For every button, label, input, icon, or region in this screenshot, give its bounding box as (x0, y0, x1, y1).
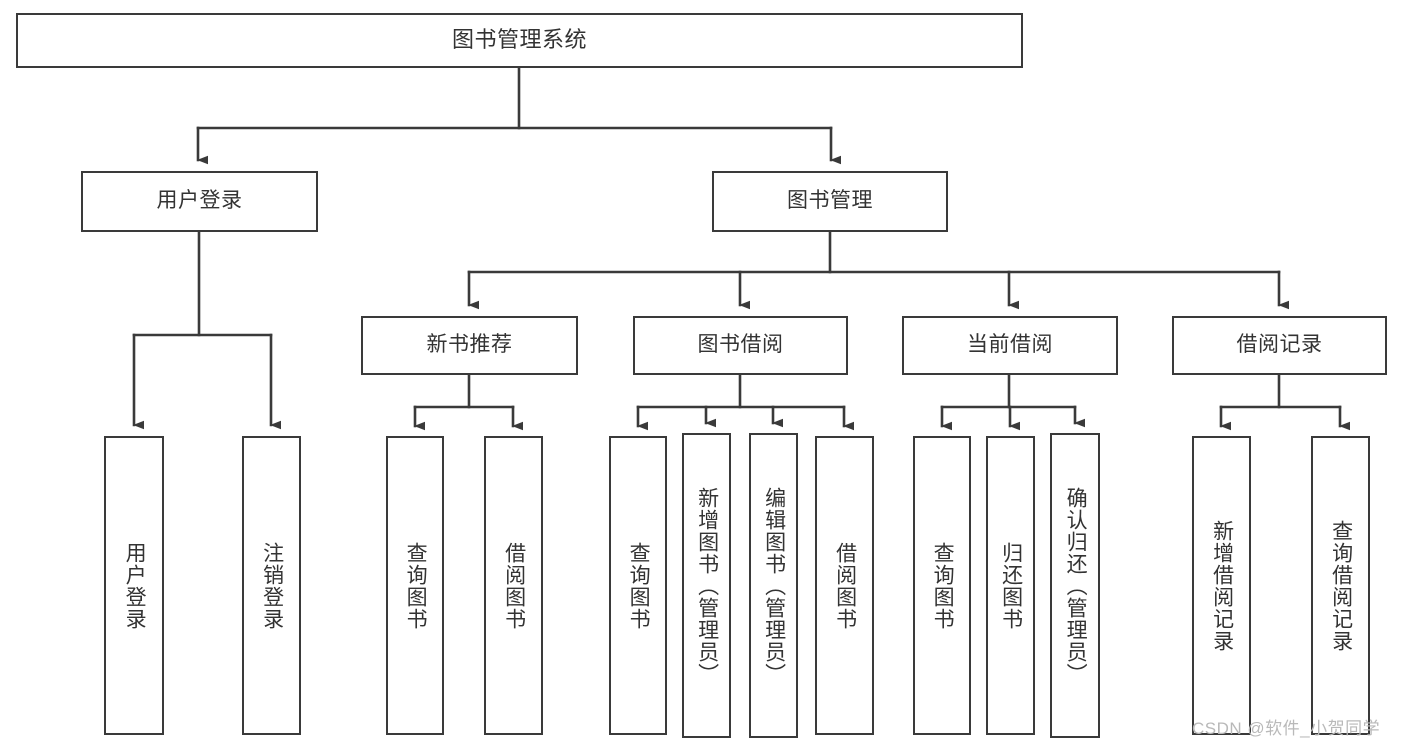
node-label: 用户登录 (123, 541, 147, 630)
node-leaf-borrow-book-2[interactable]: 借阅图书 (815, 436, 874, 735)
node-leaf-edit-book-admin[interactable]: 编辑图书（管理员） (749, 433, 798, 738)
node-leaf-return-book[interactable]: 归还图书 (986, 436, 1035, 735)
node-label: 借阅记录 (1236, 333, 1323, 357)
node-current-borrowing[interactable]: 当前借阅 (902, 316, 1118, 375)
node-borrowing-record[interactable]: 借阅记录 (1172, 316, 1387, 375)
csdn-watermark: CSDN @软件_小贺同学 (1192, 719, 1381, 738)
node-leaf-add-borrow-record[interactable]: 新增借阅记录 (1192, 436, 1251, 735)
node-label: 图书管理系统 (451, 27, 587, 53)
node-label: 查询借阅记录 (1329, 519, 1353, 652)
node-root-system[interactable]: 图书管理系统 (16, 13, 1023, 68)
node-label: 确认归还（管理员） (1064, 486, 1088, 685)
node-book-management[interactable]: 图书管理 (712, 171, 948, 232)
node-label: 用户登录 (156, 189, 243, 213)
node-leaf-query-book-2[interactable]: 查询图书 (609, 436, 667, 735)
node-leaf-query-borrow-record[interactable]: 查询借阅记录 (1311, 436, 1370, 735)
node-book-borrowing[interactable]: 图书借阅 (633, 316, 848, 375)
node-label: 图书管理 (787, 189, 873, 213)
node-label: 新书推荐 (426, 333, 513, 357)
node-label: 当前借阅 (967, 333, 1053, 357)
node-new-book-recommendation[interactable]: 新书推荐 (361, 316, 578, 375)
node-label: 图书借阅 (697, 333, 784, 357)
node-label: 归还图书 (999, 541, 1023, 630)
node-leaf-borrow-book-1[interactable]: 借阅图书 (484, 436, 543, 735)
node-user-login[interactable]: 用户登录 (81, 171, 318, 232)
node-leaf-query-book-1[interactable]: 查询图书 (386, 436, 444, 735)
node-label: 查询图书 (931, 541, 955, 630)
node-leaf-add-book-admin[interactable]: 新增图书（管理员） (682, 433, 731, 738)
node-label: 查询图书 (627, 541, 651, 630)
node-label: 新增图书（管理员） (695, 486, 719, 685)
node-leaf-user-login[interactable]: 用户登录 (104, 436, 164, 735)
node-label: 编辑图书（管理员） (762, 486, 786, 685)
node-leaf-query-book-3[interactable]: 查询图书 (913, 436, 971, 735)
node-label: 新增借阅记录 (1210, 519, 1234, 652)
node-label: 注销登录 (260, 541, 284, 630)
node-label: 借阅图书 (833, 541, 857, 630)
node-leaf-confirm-return-admin[interactable]: 确认归还（管理员） (1050, 433, 1100, 738)
node-label: 借阅图书 (502, 541, 526, 630)
node-leaf-logout[interactable]: 注销登录 (242, 436, 301, 735)
node-label: 查询图书 (404, 541, 428, 630)
